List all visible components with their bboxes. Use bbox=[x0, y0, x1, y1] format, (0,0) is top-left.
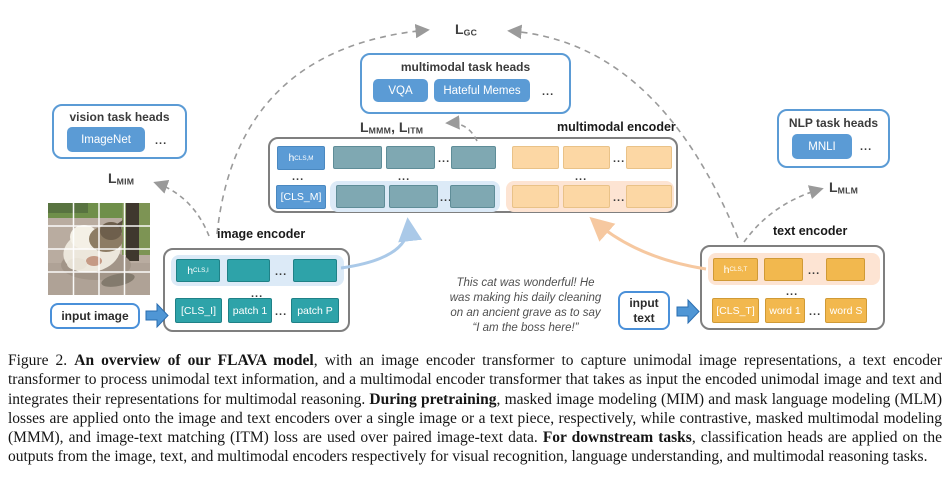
input-cat-image bbox=[48, 203, 150, 295]
cls-i-chip: [CLS_I] bbox=[175, 298, 222, 323]
input-text-arrow bbox=[676, 298, 700, 325]
word1-chip: word 1 bbox=[765, 298, 805, 323]
token-cell bbox=[626, 185, 672, 208]
nlp-task-heads-box: NLP task heads MNLI ... bbox=[777, 109, 890, 168]
hateful-memes-task-button: Hateful Memes bbox=[434, 79, 530, 102]
patchP-chip: patch P bbox=[291, 298, 339, 323]
token-cell bbox=[764, 258, 803, 281]
token-cell bbox=[386, 146, 435, 169]
arrow-image-to-mim bbox=[153, 180, 210, 237]
nlp-heads-ellipsis: ... bbox=[860, 141, 873, 153]
layer-ellipsis: ... bbox=[251, 288, 264, 300]
vision-task-heads-title: vision task heads bbox=[69, 110, 170, 124]
nlp-task-heads-title: NLP task heads bbox=[788, 116, 879, 130]
vision-heads-ellipsis: ... bbox=[155, 135, 168, 147]
patch1-chip: patch 1 bbox=[228, 298, 272, 323]
token-cell bbox=[293, 259, 337, 282]
cls-m-chip: [CLS_M] bbox=[276, 185, 326, 209]
layer-ellipsis: ... bbox=[786, 286, 799, 298]
token-cell bbox=[563, 146, 610, 169]
layer-ellipsis: ... bbox=[398, 171, 411, 183]
vision-task-heads-box: vision task heads ImageNet ... bbox=[52, 104, 187, 159]
row-ellipsis: ... bbox=[440, 192, 453, 204]
token-cell bbox=[333, 146, 382, 169]
token-cell bbox=[227, 259, 270, 282]
arrow-text-tokens-to-multimodal bbox=[589, 216, 707, 271]
token-cell bbox=[450, 185, 495, 208]
row-ellipsis: ... bbox=[613, 153, 626, 165]
token-cell bbox=[626, 146, 672, 169]
multimodal-heads-ellipsis: ... bbox=[542, 86, 555, 98]
input-image-label: input image bbox=[50, 303, 140, 329]
token-cell bbox=[826, 258, 865, 281]
loss-mlm-label: LMLM bbox=[829, 179, 859, 196]
row-ellipsis: ... bbox=[275, 266, 288, 278]
vqa-task-button: VQA bbox=[373, 79, 428, 102]
loss-gc-label: LGC bbox=[455, 21, 478, 38]
token-cell bbox=[389, 185, 438, 208]
token-cell bbox=[512, 185, 559, 208]
multimodal-task-heads-title: multimodal task heads bbox=[400, 60, 531, 74]
token-cell bbox=[563, 185, 610, 208]
row-ellipsis: ... bbox=[613, 192, 626, 204]
image-encoder-label: image encoder bbox=[217, 227, 306, 241]
row-ellipsis: ... bbox=[438, 153, 451, 165]
arrow-image-tokens-to-multimodal bbox=[340, 217, 423, 270]
loss-mmm-itm-label: LMMM, LITM bbox=[360, 119, 424, 136]
layer-ellipsis: ... bbox=[575, 171, 588, 183]
row-ellipsis: ... bbox=[809, 306, 822, 318]
row-ellipsis: ... bbox=[808, 265, 821, 277]
text-encoder-label: text encoder bbox=[773, 224, 848, 238]
cls-t-chip: [CLS_T] bbox=[712, 298, 759, 323]
wordS-chip: word S bbox=[825, 298, 867, 323]
input-text-quote: This cat was wonderful! He was making hi… bbox=[449, 277, 602, 334]
layer-ellipsis: ... bbox=[292, 171, 305, 183]
multimodal-encoder-label: multimodal encoder bbox=[557, 120, 676, 134]
row-ellipsis: ... bbox=[275, 306, 288, 318]
token-cell bbox=[336, 185, 385, 208]
token-cell bbox=[451, 146, 496, 169]
loss-mim-label: LMIM bbox=[108, 170, 135, 187]
mnli-task-button: MNLI bbox=[792, 134, 852, 159]
imagenet-task-button: ImageNet bbox=[67, 127, 145, 152]
multimodal-task-heads-box: multimodal task heads VQA Hateful Memes … bbox=[360, 53, 571, 114]
token-cell bbox=[512, 146, 559, 169]
figure-caption: Figure 2. An overview of our FLAVA model… bbox=[8, 352, 942, 466]
